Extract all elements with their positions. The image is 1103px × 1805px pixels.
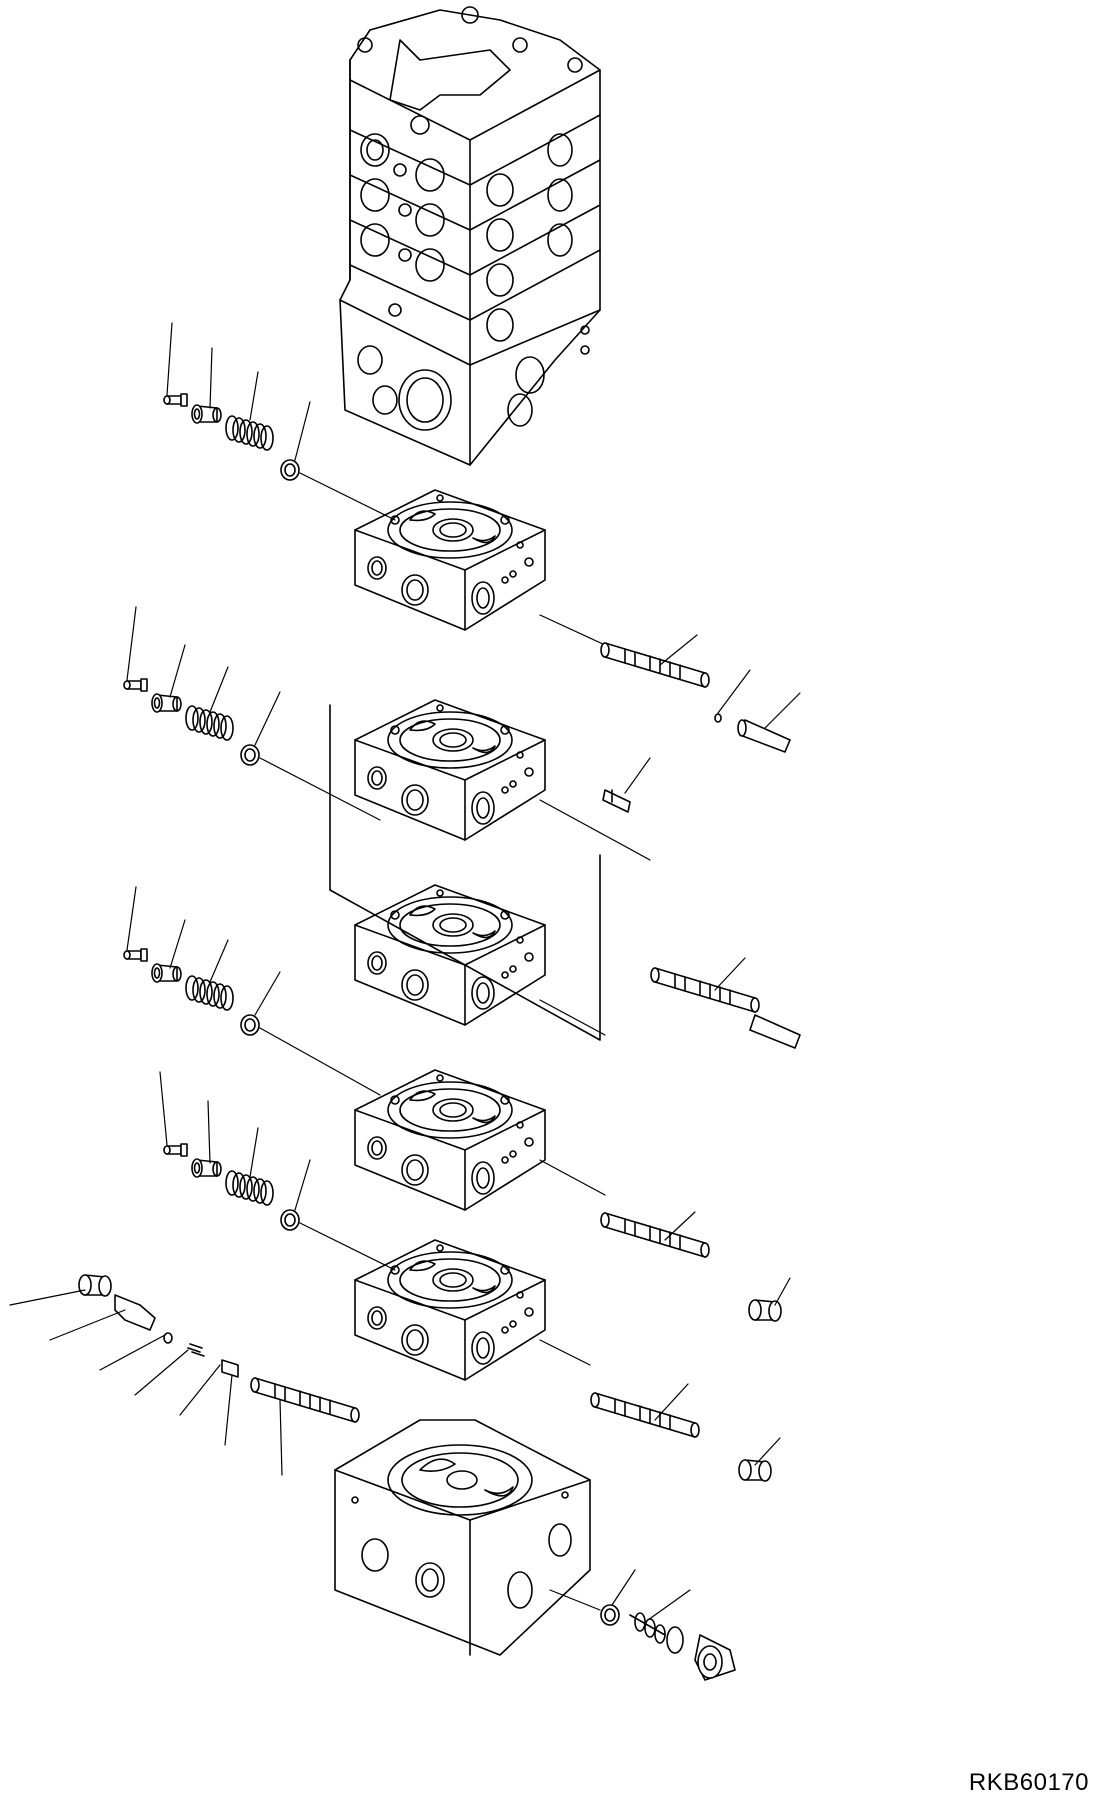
assembly-lines xyxy=(260,473,650,1610)
valve-section-2 xyxy=(354,699,546,841)
valve-end-section xyxy=(335,1420,590,1655)
valve-section-1 xyxy=(354,489,546,631)
valve-section-4 xyxy=(354,1069,546,1211)
left-parts-bottom-cluster xyxy=(78,1274,360,1423)
right-parts xyxy=(590,642,800,1680)
assembled-valve-stack xyxy=(340,7,600,465)
leader-lines xyxy=(10,323,800,1620)
valve-section-5 xyxy=(354,1239,546,1381)
left-parts-row-4 xyxy=(163,1143,300,1231)
left-parts-row-3 xyxy=(123,948,260,1036)
drawing-code: RKB60170 xyxy=(968,1769,1089,1796)
left-parts-row-2 xyxy=(123,678,260,766)
section-pair-frame xyxy=(330,705,600,1040)
valve-section-3 xyxy=(354,884,546,1026)
left-parts-row-1 xyxy=(163,393,300,481)
